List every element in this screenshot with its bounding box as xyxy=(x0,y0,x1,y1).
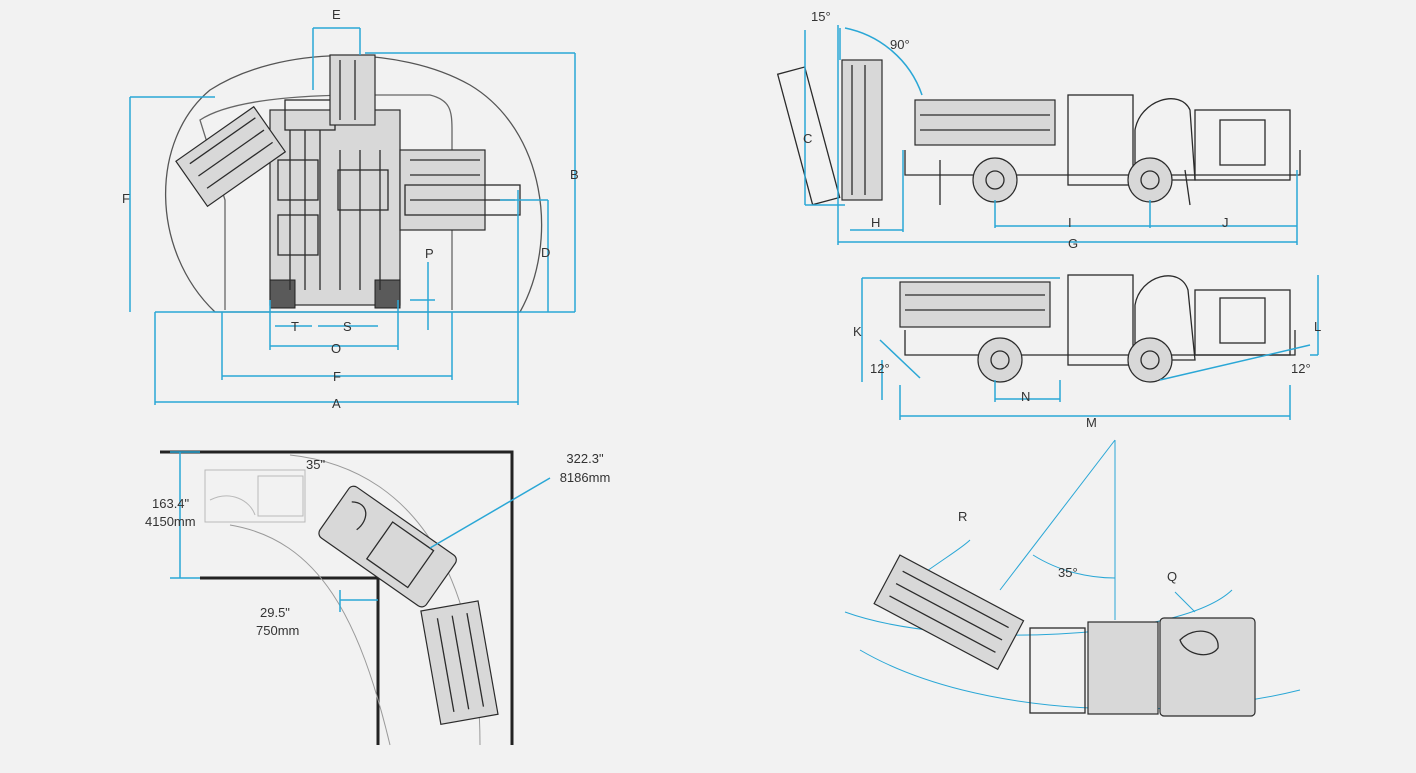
label-h: H xyxy=(871,215,881,230)
label-clear-mm: 750mm xyxy=(256,623,300,638)
left-wheel xyxy=(269,279,296,309)
side-view-booms-up xyxy=(776,25,1301,245)
label-j: J xyxy=(1222,215,1229,230)
left-boom xyxy=(175,105,287,208)
label-width-mm: 4150mm xyxy=(145,514,196,529)
outer-wall xyxy=(160,450,514,745)
radius-machine-cab xyxy=(1029,627,1086,714)
hose-reel xyxy=(1134,98,1196,181)
label-90-deg: 90° xyxy=(890,37,910,52)
label-d: D xyxy=(541,245,551,260)
drill-rig-front xyxy=(175,54,521,309)
travel-cab xyxy=(1067,274,1134,366)
travel-rear-wheel xyxy=(1127,337,1173,383)
label-radius-in: 322.3" xyxy=(566,451,604,466)
turning-corner xyxy=(160,450,551,746)
corner-dimensions xyxy=(170,451,551,612)
label-radius-mm: 8186mm xyxy=(559,470,611,485)
side-dimensions xyxy=(804,25,1298,245)
chassis xyxy=(904,150,1301,176)
top-boom xyxy=(329,54,376,126)
label-m: M xyxy=(1086,415,1097,430)
ghost-machine xyxy=(204,469,306,523)
label-q: Q xyxy=(1167,569,1178,584)
label-clear-in: 29.5" xyxy=(260,605,290,620)
travel-boom-deck xyxy=(899,281,1051,328)
right-boom xyxy=(399,149,521,231)
tilted-boom xyxy=(776,66,841,206)
rear-wheel xyxy=(1127,157,1173,203)
label-15-deg: 15° xyxy=(811,9,831,24)
engine-pack xyxy=(1194,109,1291,181)
label-k: K xyxy=(853,324,862,339)
corner-machine-front xyxy=(318,485,457,608)
inner-wall xyxy=(200,576,380,745)
label-f-left: F xyxy=(122,191,130,206)
label-r-radius: R xyxy=(958,509,968,524)
radius-machine-rear xyxy=(1159,617,1256,717)
label-radius-angle: 35° xyxy=(1058,565,1078,580)
radius-machine-mid xyxy=(1087,621,1159,715)
label-i: I xyxy=(1068,215,1072,230)
travel-dimensions xyxy=(861,275,1319,420)
front-view xyxy=(129,27,576,405)
label-a: A xyxy=(332,396,341,411)
cab xyxy=(1067,94,1134,186)
label-g: G xyxy=(1068,236,1079,251)
label-o: O xyxy=(331,341,342,356)
front-wheel xyxy=(972,157,1018,203)
label-12-left: 12° xyxy=(870,361,890,376)
label-12-right: 12° xyxy=(1291,361,1311,376)
label-p: P xyxy=(425,246,434,261)
right-wheel xyxy=(374,279,401,309)
label-s: S xyxy=(343,319,352,334)
front-dimensions xyxy=(129,27,576,405)
label-n: N xyxy=(1021,389,1031,404)
corner-machine-rear xyxy=(420,600,499,725)
side-view-travel xyxy=(861,274,1319,420)
turning-radius xyxy=(844,439,1301,717)
radius-machine-boom xyxy=(873,554,1025,671)
label-f-bottom: F xyxy=(333,369,341,384)
label-width-in: 163.4" xyxy=(152,496,190,511)
vertical-boom xyxy=(841,59,883,201)
label-e: E xyxy=(332,7,341,22)
rig-body xyxy=(269,109,401,306)
label-l: L xyxy=(1314,319,1322,334)
label-corner-angle: 35" xyxy=(306,457,326,472)
carrier-boom-deck xyxy=(914,99,1056,146)
travel-front-wheel xyxy=(977,337,1023,383)
label-t: T xyxy=(291,319,299,334)
label-b: B xyxy=(570,167,579,182)
label-c-side: C xyxy=(803,131,813,146)
